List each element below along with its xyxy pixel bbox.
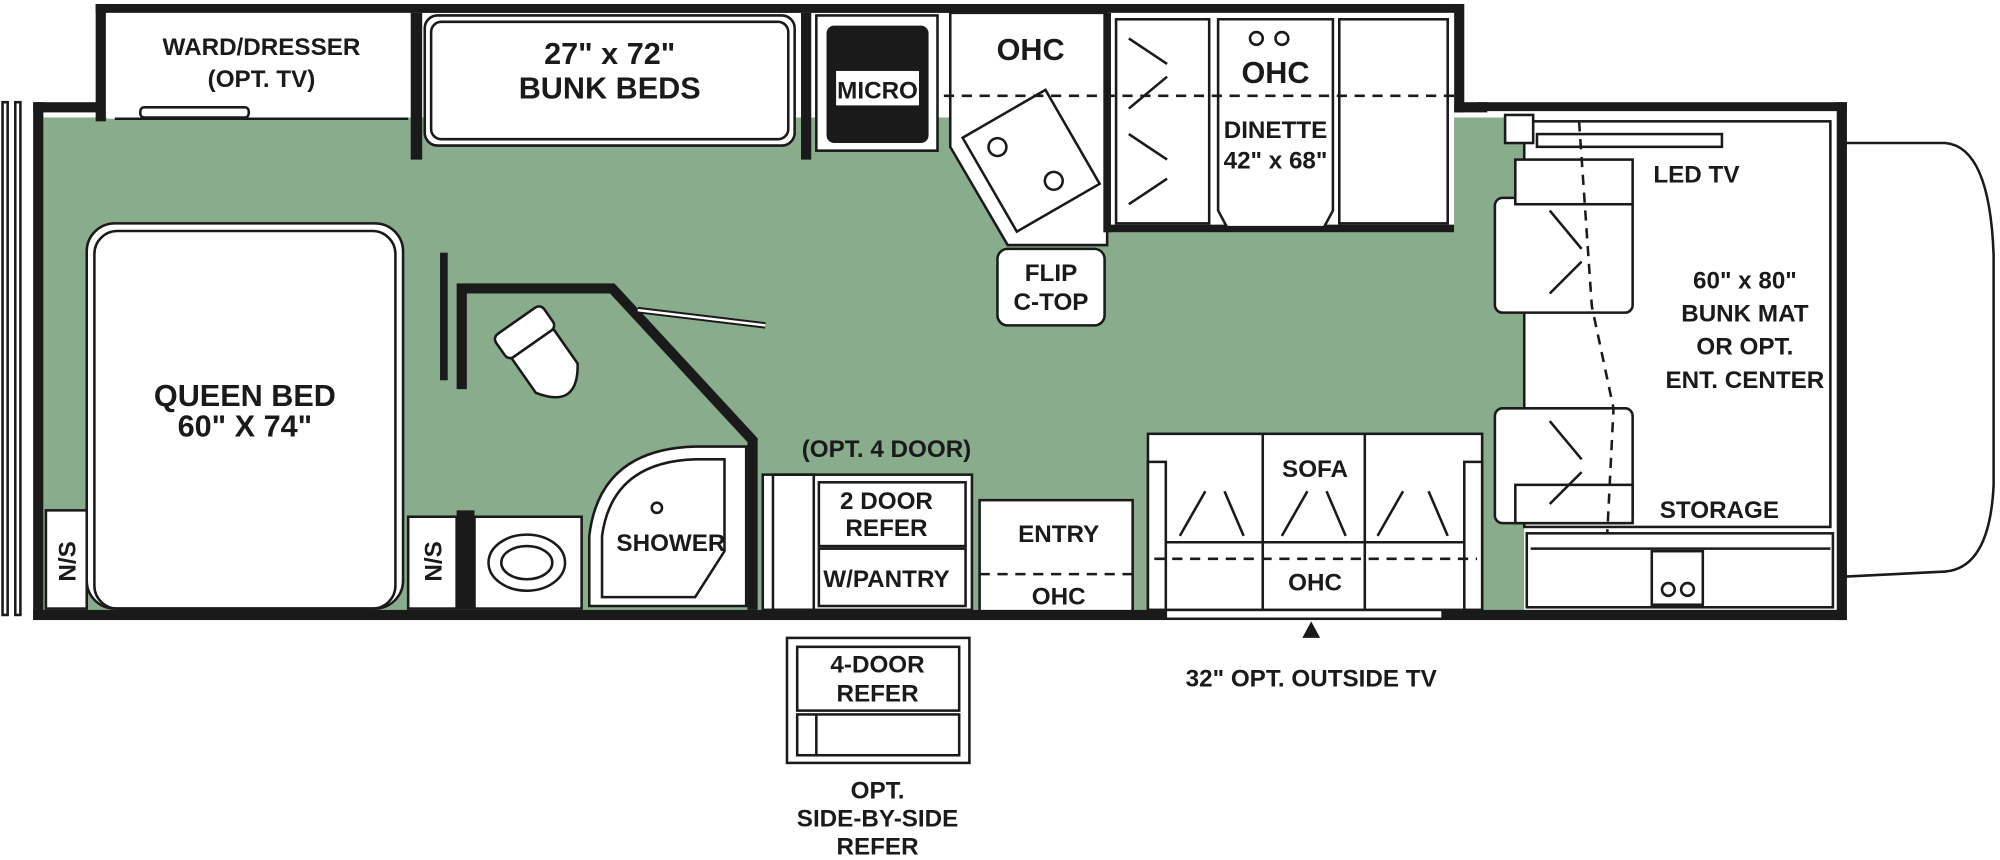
dinette: OHC DINETTE 42" x 68" — [943, 12, 1455, 233]
dinette-label: DINETTE — [1224, 117, 1328, 144]
flip-label: FLIP — [1025, 260, 1077, 287]
queen-bed-size-label: 60" X 74" — [178, 409, 313, 443]
bathroom: SHOWER — [440, 252, 766, 610]
four-door-refer-label-1: 4-DOOR — [830, 651, 924, 678]
c-top-label: C-TOP — [1014, 289, 1089, 316]
optional-4-door-refer: 4-DOOR REFER OPT. SIDE-BY-SIDE REFER — [785, 636, 971, 860]
bunk-size-label: 27" x 72" — [544, 37, 675, 71]
cab-seat-passenger — [1493, 407, 1634, 525]
entry-label: ENTRY — [1018, 521, 1099, 548]
outside-tv-marker-icon — [1302, 621, 1321, 638]
cab-nose — [1843, 141, 1995, 578]
entry[interactable]: ENTRY OHC — [978, 498, 1134, 613]
queen-bed: QUEEN BED 60" X 74" — [85, 222, 405, 610]
bunk-beds-label: BUNK BEDS — [519, 71, 701, 105]
bunk-mat-label-2: BUNK MAT — [1681, 301, 1809, 328]
toilet-icon — [493, 305, 579, 399]
flip-c-top: FLIP C-TOP — [996, 247, 1106, 327]
nightstand-left: N/S — [44, 509, 89, 610]
shower-label: SHOWER — [616, 530, 725, 557]
side-by-side-label-1: OPT. — [851, 778, 905, 805]
bunk-mat-label-4: ENT. CENTER — [1666, 367, 1825, 394]
wardrobe-dresser: WARD/DRESSER (OPT. TV) — [107, 12, 409, 121]
side-by-side-label-3: REFER — [837, 834, 919, 860]
rear-window-lines — [1, 100, 22, 617]
opt-tv-label: (OPT. TV) — [208, 66, 316, 93]
ward-dresser-label: WARD/DRESSER — [163, 34, 361, 61]
shower: SHOWER — [588, 445, 748, 608]
led-tv-label: LED TV — [1653, 162, 1739, 189]
cab-overhead: LED TV 60" x 80" BUNK MAT OR OPT. ENT. C… — [1493, 113, 1835, 611]
microwave-range: MICRO — [815, 14, 939, 152]
storage-label: STORAGE — [1660, 497, 1779, 524]
bunk-mat-label-1: 60" x 80" — [1693, 267, 1797, 294]
bunk-mat-label-3: OR OPT. — [1696, 334, 1793, 361]
micro-label: MICRO — [837, 77, 918, 104]
ohc-sofa-label: OHC — [1288, 570, 1342, 597]
dinette-size-label: 42" x 68" — [1224, 148, 1328, 175]
ns-right-label: N/S — [420, 541, 447, 581]
opt-4-door-label: (OPT. 4 DOOR) — [802, 436, 972, 463]
ohc-entry-label: OHC — [1032, 584, 1086, 611]
outside-tv-label: 32" OPT. OUTSIDE TV — [1186, 665, 1437, 692]
ns-left-label: N/S — [54, 541, 81, 581]
pantry-label: W/PANTRY — [823, 566, 949, 593]
sofa: SOFA OHC — [1146, 432, 1484, 612]
ohc-kitchen-label: OHC — [997, 33, 1065, 67]
kitchen-counter: OHC — [948, 11, 1109, 247]
bunk-beds: 27" x 72" BUNK BEDS — [423, 14, 796, 147]
four-door-refer-label-2: REFER — [837, 681, 919, 708]
nightstand-right: N/S — [406, 515, 458, 610]
cab-storage-cabinet — [1525, 532, 1835, 609]
sofa-label: SOFA — [1282, 456, 1348, 483]
ohc-dinette-label: OHC — [1241, 56, 1309, 90]
queen-bed-label: QUEEN BED — [154, 379, 336, 413]
sink-icon — [960, 88, 1102, 234]
refer-label-2: REFER — [845, 515, 927, 542]
side-by-side-label-2: SIDE-BY-SIDE — [797, 806, 959, 833]
lavatory-icon — [473, 515, 583, 610]
sofa-seat-icon — [1178, 490, 1449, 537]
refrigerator-pantry: (OPT. 4 DOOR) 2 DOOR REFER W/PANTRY — [761, 436, 974, 612]
exterior-walls — [33, 3, 1847, 621]
cab-seat-driver — [1493, 158, 1634, 314]
refer-label-1: 2 DOOR — [840, 488, 933, 515]
dinette-seat-icon — [1128, 37, 1168, 206]
